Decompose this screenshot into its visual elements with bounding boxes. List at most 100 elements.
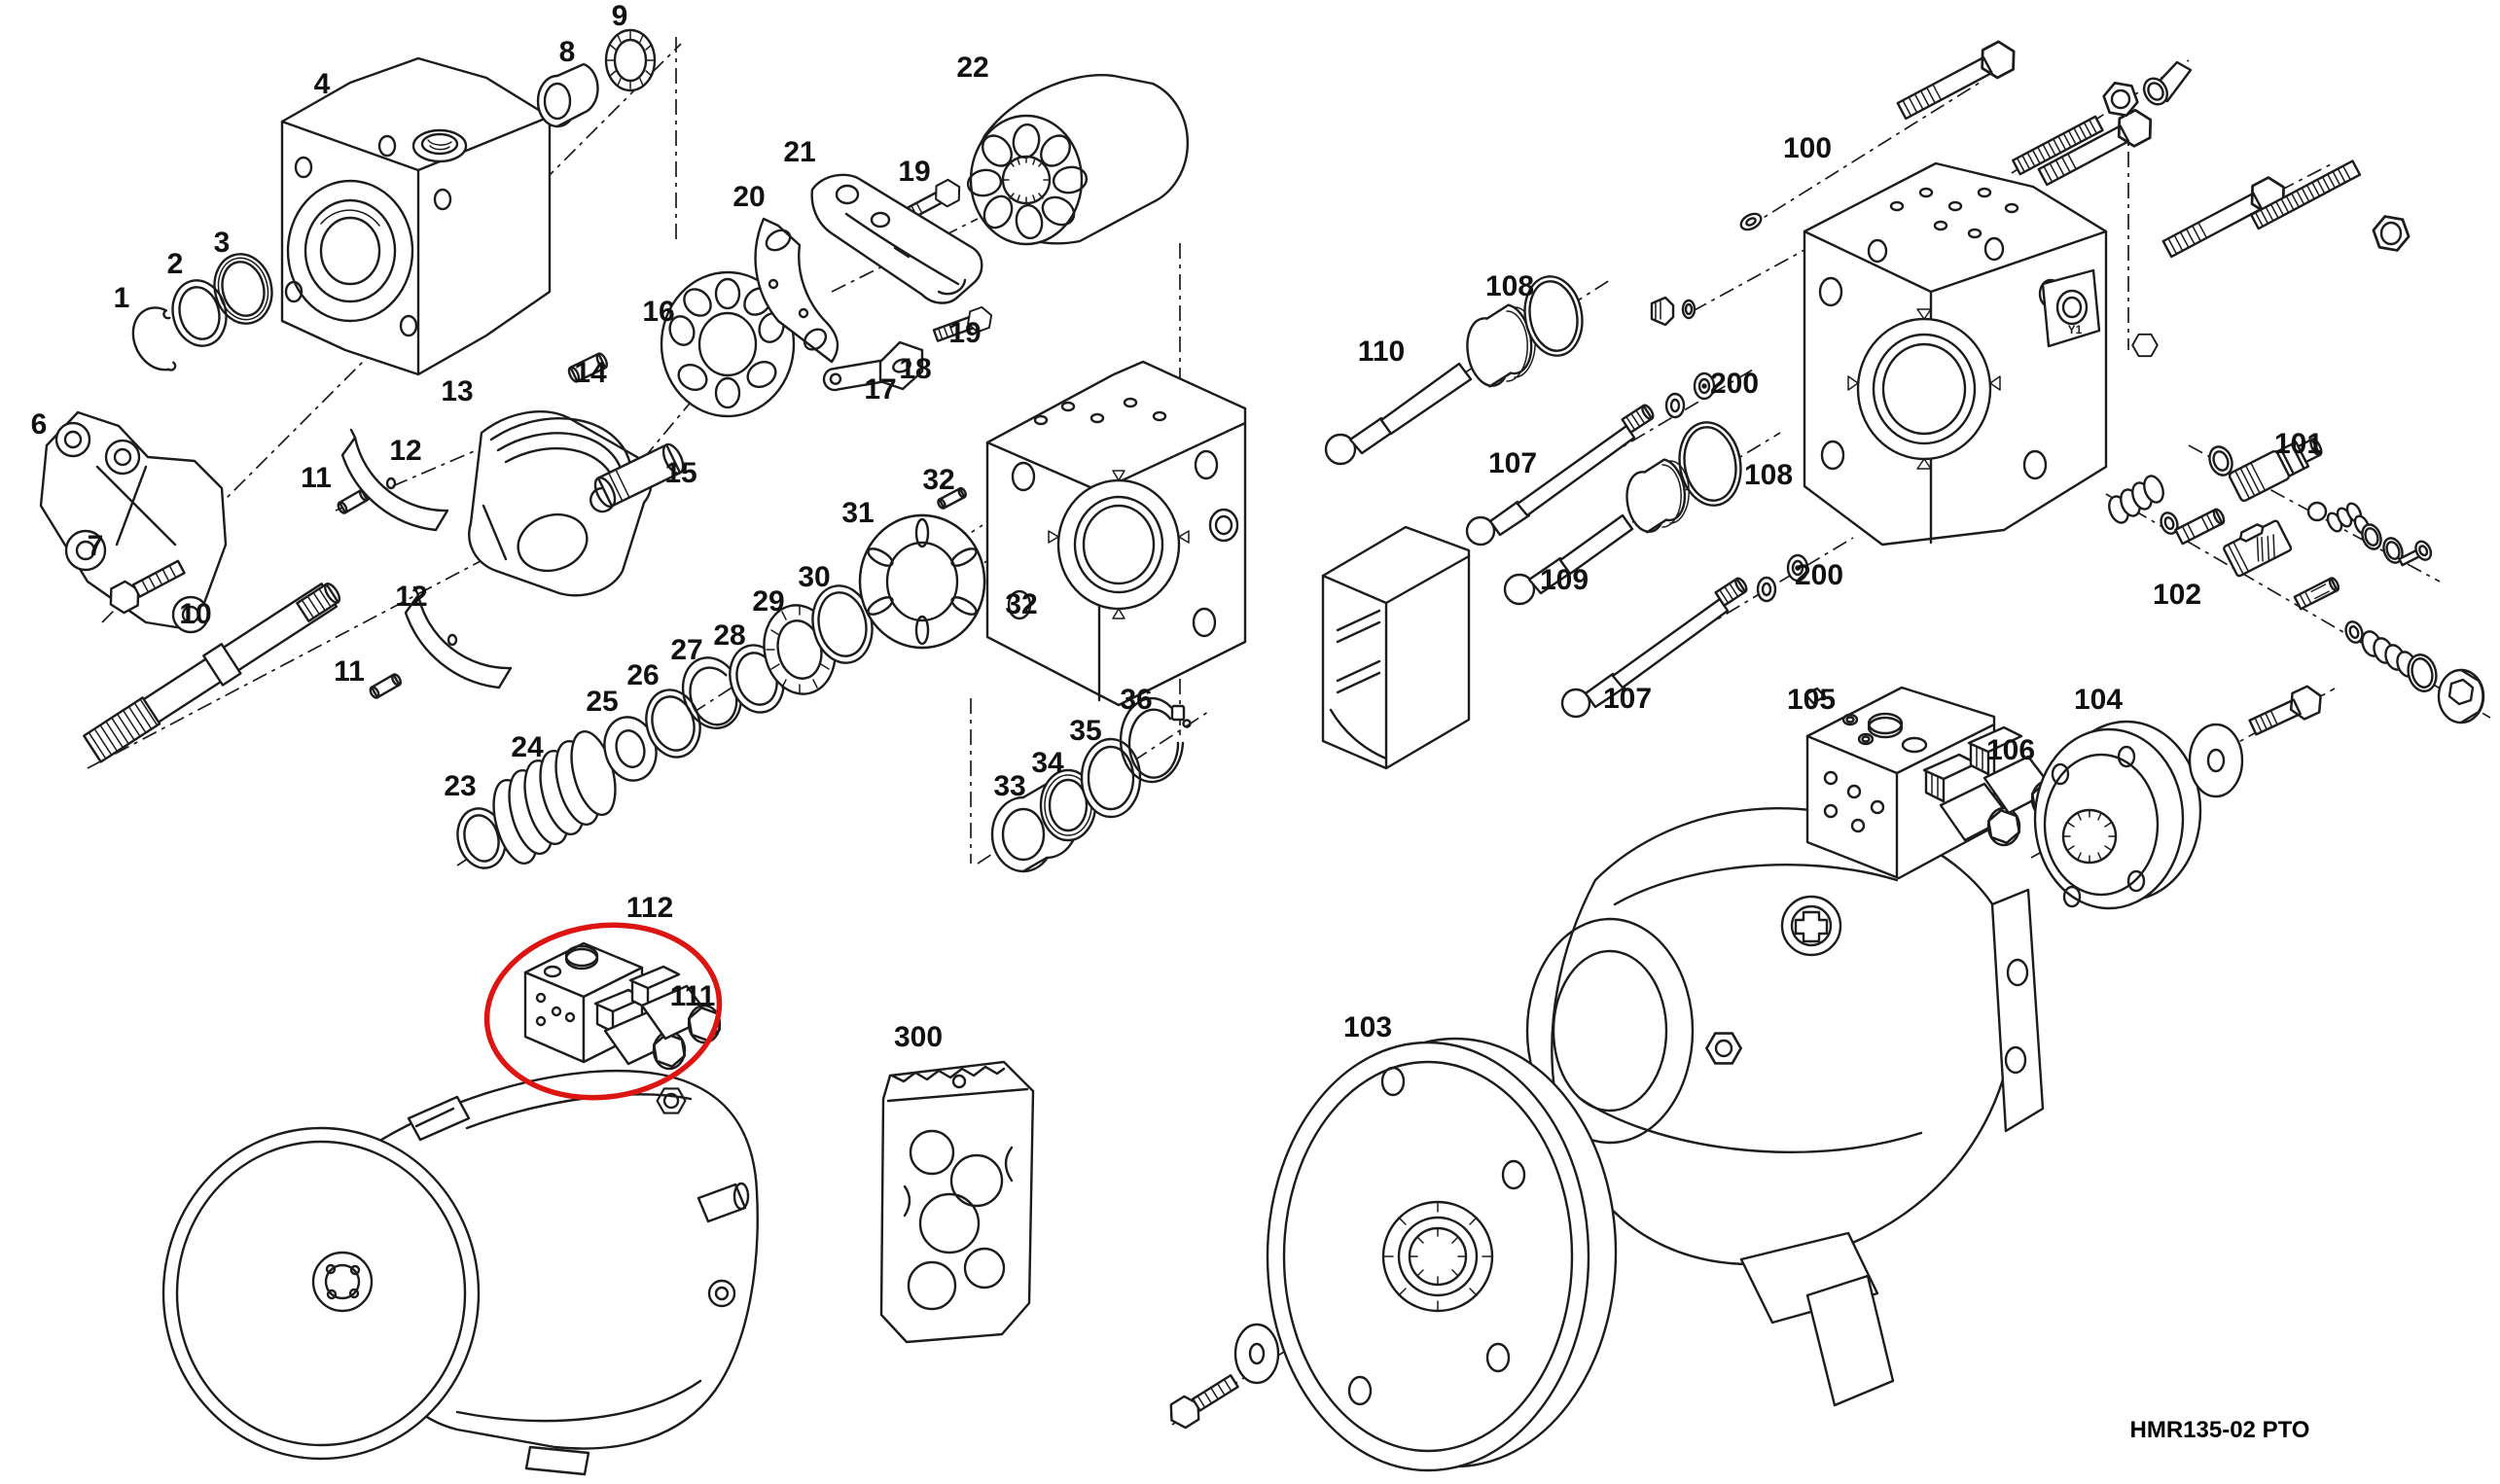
part-label-300: 300 [894,1021,943,1053]
part-12-bearing-shell-lower [404,585,513,689]
part-300-seal-kit-bag [879,1060,1035,1344]
part-label-23: 23 [444,770,476,802]
part-36-snap-ring [1119,696,1192,784]
servo-piston-block [1321,525,1471,770]
part-label-36: 36 [1120,684,1152,716]
left-pump-body [161,1069,759,1476]
part-21-hold-down-bracket [810,173,983,304]
part-number-labels: 1234678910111112121314151617181919202122… [31,0,2323,1053]
part-31-valve-plate [858,513,986,650]
part-label-25: 25 [586,686,618,718]
part-label-110: 110 [1358,336,1405,368]
part-label-30: 30 [798,561,830,593]
part-108-oring-right [1678,421,1742,507]
part-bolt-long-a [1896,36,2023,121]
part-200-washers-lower [1756,553,1809,603]
part-label-3: 3 [214,227,231,259]
part-label-6: 6 [31,408,48,441]
part-bolt-long-b [2037,104,2160,187]
port-tag-label: Y1 [2068,323,2083,336]
part-label-12: 12 [395,581,427,613]
part-103-flywheel-disc [1266,1037,1618,1472]
part-label-9: 9 [612,0,628,32]
part-label-101: 101 [2274,428,2323,460]
part-bolt-long-c [2161,171,2293,259]
part-label-109: 109 [1540,564,1589,596]
part-label-22: 22 [956,52,988,84]
part-104-washer-bolt [2188,681,2329,798]
part-label-111: 111 [670,980,716,1012]
part-label-29: 29 [752,585,784,618]
part-label-21: 21 [783,136,815,168]
part-label-103: 103 [1343,1011,1392,1043]
part-108-oring-left [1523,275,1584,357]
part-105-control-block [1804,686,1996,880]
part-19-bolt-right [932,303,996,342]
part-label-16: 16 [642,296,674,328]
part-109-servo-piston [1503,458,1690,606]
part-label-19: 19 [948,317,981,349]
part-label-28: 28 [713,619,745,652]
part-1-snap-ring [131,306,177,371]
right-pump-body [1525,807,2045,1407]
part-stud-right [2250,159,2413,254]
part-label-32: 32 [1005,588,1037,620]
part-11-pin-upper [337,488,370,514]
highlight-ellipse [483,922,723,1101]
part-20-shoe-plate [754,217,839,364]
part-label-104: 104 [2074,684,2123,716]
part-label-35: 35 [1069,715,1101,747]
part-stud-nut-cone [2012,60,2193,176]
part-small-washer-left [1739,212,1763,231]
part-8-bushing [536,62,599,128]
part-label-12: 12 [389,435,421,467]
part-label-10: 10 [179,598,211,630]
part-label-4: 4 [314,68,331,100]
part-4-end-cover [280,56,552,376]
part-label-17: 17 [864,373,896,406]
part-103-mount-bolt [1162,1323,1280,1433]
part-16-retainer-plate [660,270,796,418]
part-110-servo-piston [1324,303,1536,466]
part-label-108: 108 [1744,459,1793,491]
part-plug-and-oring [1650,296,1696,327]
part-11-pin-lower [369,673,402,699]
part-102-pressure-valve [2108,475,2485,724]
part-label-108: 108 [1485,270,1534,302]
part-label-31: 31 [841,497,874,529]
part-10-drive-shaft [83,583,341,763]
part-107-rod-lower [1560,577,1748,719]
part-111-solenoid-valves [593,965,727,1071]
part-label-107: 107 [1488,447,1537,479]
port-housing-block [985,360,1247,707]
diagram-caption: HMR135-02 PTO [2130,1417,2310,1443]
part-label-11: 11 [301,462,332,494]
part-101-check-valve [2208,438,2433,567]
part-label-32: 32 [922,464,954,496]
part-200-washers-upper [1664,371,1716,419]
part-label-13: 13 [441,375,473,407]
part-label-18: 18 [899,353,931,385]
part-12-bearing-shell-upper [340,428,449,532]
part-13-swashplate-cradle [468,410,653,597]
part-label-24: 24 [511,731,544,763]
part-label-100: 100 [1783,132,1832,164]
part-24-spring [492,729,617,866]
part-label-1: 1 [114,282,130,314]
part-7-bolt [103,559,186,618]
part-label-11: 11 [334,655,365,688]
part-label-200: 200 [1710,368,1759,400]
part-label-20: 20 [732,181,765,213]
part-22-cylinder-block [966,74,1189,246]
part-label-15: 15 [664,457,696,489]
part-label-200: 200 [1795,559,1843,591]
part-32-pin-upper [937,486,967,510]
part-label-102: 102 [2153,579,2201,611]
part-6-mount-bracket [39,410,228,634]
part-label-14: 14 [574,357,607,389]
part-100-end-housing [1803,161,2159,547]
part-3-shaft-seal [213,253,273,325]
part-9-needle-bearing [604,28,657,92]
